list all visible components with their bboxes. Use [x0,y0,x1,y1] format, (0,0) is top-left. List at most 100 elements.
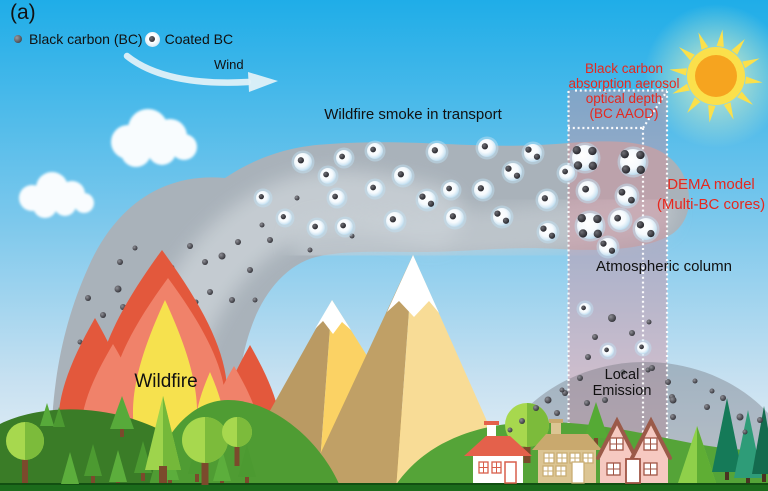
pine-tree-shade [163,396,181,470]
black-carbon-particle [592,334,598,340]
coated-bc-particle [536,220,560,244]
wind-label: Wind [214,57,244,72]
coated-bc-particle [443,206,467,230]
pine-tree [752,406,768,474]
black-carbon-particle [218,252,226,260]
sun-ray [716,29,724,47]
coated-bc-particle [535,188,559,212]
foreground-scenery [0,396,768,491]
dema-model-label: DEMA model (Multi-BC cores) [656,176,766,213]
tree-trunk [22,456,28,483]
coated-bc-particle [576,300,594,318]
aerosol-particles [253,136,763,435]
coated-bc-particle [317,165,339,187]
ground-strip [0,483,768,491]
black-carbon-particle [247,267,253,273]
smoke-transport-label: Wildfire smoke in transport [324,106,502,123]
tree-trunk [220,481,224,483]
sun-ray [745,76,763,84]
black-carbon-particle [544,396,552,404]
chimney-cap [549,419,563,423]
black-carbon-particle [533,405,539,411]
black-carbon-particle [235,239,241,245]
black-carbon-particle [85,295,91,301]
black-carbon-particle [720,395,726,401]
black-carbon-particle [554,410,560,416]
tree-trunk [762,474,766,482]
black-carbon-particle [100,312,106,318]
pine-tree-shade [697,426,716,483]
roof [532,434,602,450]
panel-label: (a) [10,1,36,24]
coated-bc-particle [599,342,617,360]
round-tree-shade [237,417,252,447]
coated-bc-particle [415,188,439,212]
tree-trunk [168,480,172,483]
black-carbon-particle [259,222,265,228]
smoke-inner-light [291,188,674,267]
black-carbon-particle [519,418,525,424]
pine-tree [110,396,134,429]
round-tree-shade [205,417,228,463]
black-carbon-particle [736,413,744,421]
black-carbon-particle [742,429,748,435]
coated-bc-particle [556,162,578,184]
black-carbon-particle [669,396,677,404]
coated-bc-particle [501,160,525,184]
tree-trunk [201,459,209,485]
black-carbon-particle [704,404,710,410]
black-carbon-particle [646,319,652,325]
snow-cap [315,300,351,334]
legend-bc-label: Black carbon (BC) [29,31,143,47]
black-carbon-particle [294,195,300,201]
black-carbon-particle [629,330,635,336]
sun-ray [672,83,690,94]
round-tree-shade [527,403,549,447]
ground-strip-edge [0,483,768,485]
black-carbon-particle [559,387,565,393]
pine-tree [238,445,256,477]
snow-cap [387,255,439,317]
pine-tree [109,450,127,482]
coated-bc-particle [333,147,355,169]
coated-bc-particle [634,339,652,357]
coated-bc-particle [617,146,649,178]
black-carbon-particle [187,243,193,249]
coated-bc-particle [306,217,328,239]
black-carbon-particle [307,247,313,253]
coated-bc-particle [521,141,545,165]
coated-bc-particle [275,208,295,228]
tree-trunk [120,429,124,437]
sun-ray [737,91,753,105]
round-tree-shade [25,422,44,460]
tree-trunk [594,438,598,446]
coated-bc-particle [490,205,514,229]
coated-bc-particle [291,150,315,174]
black-carbon-particle [602,397,608,403]
black-carbon-particle [585,354,591,360]
coated-bc-particle [614,183,640,209]
black-carbon-particle [202,259,208,265]
coated-bc-particle [596,235,620,259]
coated-bc-particle [632,215,660,243]
coated-bc-particle [475,136,499,160]
black-carbon-particle [207,289,213,295]
coated-bc-particle [569,142,601,174]
coated-bc-particle [364,178,386,200]
pine-tree [53,407,65,427]
wildfire-label: Wildfire [134,371,198,392]
black-carbon-particle [117,259,123,265]
tree-trunk [159,466,167,483]
coated-bc-particle [575,178,601,204]
black-carbon-particle [709,388,715,394]
black-carbon-particle [577,375,583,381]
black-carbon-particle [114,285,122,293]
pine-tree [584,402,608,438]
pine-tree [712,398,742,472]
tree-trunk [725,472,729,480]
door [625,458,641,484]
legend-coated-label: Coated BC [164,31,234,47]
sun-ray [669,68,687,76]
tree-trunk [91,476,95,483]
